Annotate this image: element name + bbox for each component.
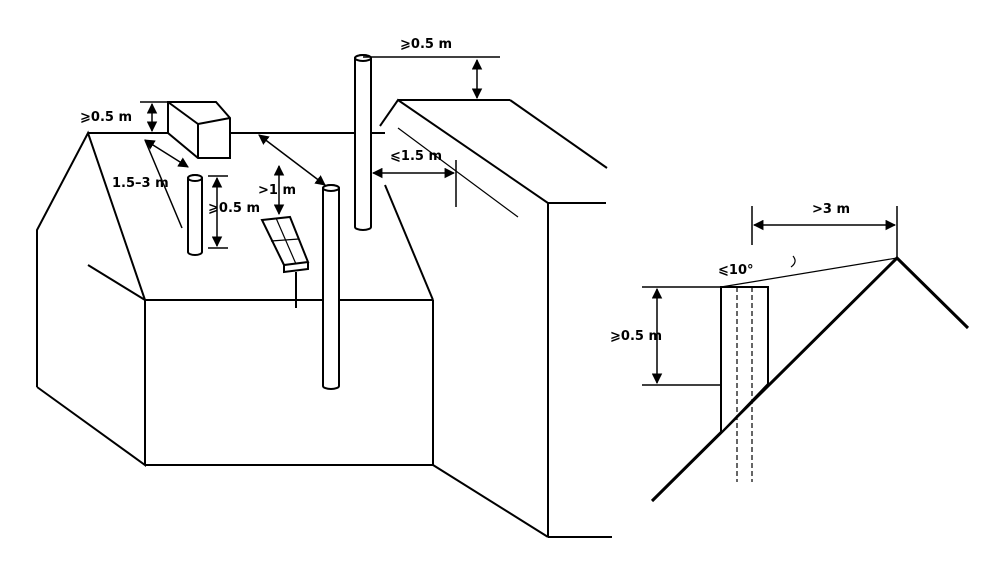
dim-box-to-chimney [144, 139, 189, 229]
dim-chimney-to-wall [371, 160, 457, 207]
dim-short-chimney-above-roof [208, 175, 228, 249]
house-front-wall [36, 299, 434, 467]
slope-angle-arc [790, 255, 796, 268]
label-tall-chimney-above-ridge: ⩾0.5 m [400, 37, 452, 52]
dim-chimney-to-ridge [258, 134, 326, 216]
dim-vent-box-above-roof [140, 101, 170, 133]
dim-ridge-clearance [751, 206, 898, 258]
detail-slope-line [720, 255, 898, 288]
middle-chimney [322, 184, 340, 390]
detail-roof-outline [650, 255, 970, 503]
house-right-wing [379, 98, 612, 538]
label-detail-chimney-height: ⩾0.5 m [610, 329, 662, 344]
house-left-gable [36, 130, 146, 387]
label-slope-angle: ⩽10° [718, 263, 753, 278]
tall-chimney [354, 54, 372, 231]
label-vent-box-above-roof: ⩾0.5 m [80, 110, 132, 125]
roof-vent-box [167, 101, 231, 159]
detail-chimney-flue [736, 287, 753, 482]
dim-tall-chimney-above-ridge [363, 56, 500, 100]
label-chimney-to-wall: ⩽1.5 m [390, 149, 442, 164]
dim-detail-chimney-height [642, 286, 721, 386]
short-chimney [187, 174, 203, 256]
label-box-to-chimney: 1.5–3 m [112, 176, 169, 191]
label-ridge-clearance: >3 m [812, 202, 850, 217]
label-short-chimney-above-roof: ⩾0.5 m [208, 201, 260, 216]
label-chimney-to-ridge: >1 m [258, 183, 296, 198]
house-main-roof [88, 132, 434, 301]
roof-skylight [260, 215, 310, 308]
